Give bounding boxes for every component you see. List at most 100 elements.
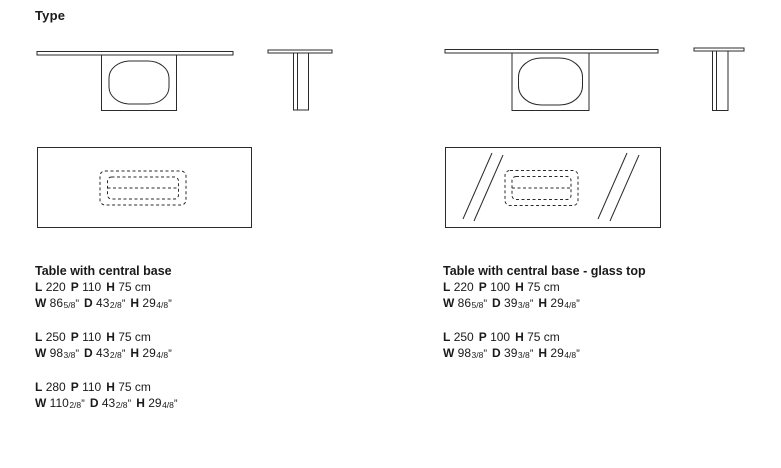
imperial-line: W 983/8”D 393/8”H 294/8” [443, 345, 773, 363]
spec-heading: Table with central base [35, 264, 172, 278]
dimension-pair: H 75 cm [515, 330, 560, 344]
dim-value: 983/8” [457, 346, 488, 360]
spec-column-glass-top: Table with central base - glass top L 22… [443, 263, 773, 379]
glass-table-top-front [445, 50, 658, 54]
glass-base-footprint-outer-dashed [505, 171, 578, 206]
table-side-view [268, 50, 332, 110]
dim-label: H [130, 296, 140, 310]
dim-label: P [70, 280, 79, 294]
inch-mark: ” [75, 348, 80, 360]
dim-label: W [443, 296, 455, 310]
dim-value: 220 [45, 280, 66, 294]
inch-mark: ” [75, 298, 80, 310]
fraction: 2/8 [109, 300, 122, 310]
dim-value: 110 [82, 280, 102, 294]
dim-value: 250 [45, 330, 66, 344]
dim-label: D [84, 346, 93, 360]
dimension-pair: P 100 [479, 330, 510, 344]
dimension-pair: P 110 [71, 280, 102, 294]
dimension-pair: H 294/8” [538, 296, 579, 310]
fraction: 4/8 [564, 300, 577, 310]
dim-value: 75 cm [118, 280, 151, 294]
dim-label: D [492, 346, 501, 360]
dimension-pair: W 983/8” [443, 346, 487, 360]
imperial-line: W 1102/8”D 432/8”H 294/8” [35, 395, 365, 413]
fraction: 4/8 [564, 350, 577, 360]
dim-value: 294/8” [148, 396, 178, 410]
dim-value: 280 [45, 380, 66, 394]
dim-value: 75 cm [118, 330, 151, 344]
dim-label: D [84, 296, 93, 310]
dimension-pair: D 432/8” [84, 296, 125, 310]
fraction: 3/8 [517, 300, 530, 310]
glass-table-top-view [446, 148, 661, 228]
dim-value: 294/8” [142, 296, 172, 310]
dim-label: L [35, 330, 43, 344]
table-top-front [37, 52, 233, 56]
dim-label: L [443, 330, 451, 344]
table-front-view [37, 52, 233, 111]
page-title: Type [35, 8, 66, 23]
dimension-pair: D 393/8” [492, 296, 533, 310]
dim-value: 1102/8” [49, 396, 85, 410]
inch-mark: ” [576, 298, 580, 310]
dimension-pair: L 220 [443, 280, 474, 294]
glass-hatch-mark [598, 153, 627, 219]
dim-value: 983/8” [49, 346, 80, 360]
glass-table-pedestal-side [713, 51, 729, 111]
dim-label: W [35, 346, 47, 360]
dim-label: W [35, 396, 47, 410]
dimension-pair: W 983/8” [35, 346, 79, 360]
dim-label: W [443, 346, 455, 360]
fraction: 3/8 [517, 350, 530, 360]
dim-label: H [130, 346, 140, 360]
fraction: 5/8 [63, 300, 76, 310]
dim-value: 75 cm [527, 280, 560, 294]
inch-mark: ” [173, 398, 178, 410]
dimension-pair: W 1102/8” [35, 396, 85, 410]
glass-hatch-mark [463, 153, 492, 219]
dim-value: 393/8” [504, 296, 534, 310]
dimension-pair: H 75 cm [515, 280, 560, 294]
dim-value: 75 cm [118, 380, 151, 394]
dimension-pair: H 75 cm [106, 380, 151, 394]
dim-value: 294/8” [550, 346, 580, 360]
base-footprint-outer-dashed [100, 171, 186, 205]
fraction: 2/8 [109, 350, 122, 360]
dim-label: H [515, 330, 524, 344]
glass-table-base-front [512, 53, 589, 111]
dim-value: 432/8” [96, 296, 126, 310]
inch-mark: ” [121, 298, 126, 310]
fraction: 5/8 [471, 300, 484, 310]
dim-label: W [35, 296, 47, 310]
dim-label: L [35, 280, 43, 294]
dim-value: 865/8” [49, 296, 80, 310]
fraction: 3/8 [471, 350, 484, 360]
dim-label: H [106, 330, 115, 344]
dim-value: 250 [453, 330, 474, 344]
inch-mark: ” [483, 298, 488, 310]
dimension-pair: W 865/8” [35, 296, 79, 310]
table-top-plan [38, 148, 252, 228]
dimension-pair: D 432/8” [90, 396, 131, 410]
table-pedestal-side [294, 53, 309, 110]
glass-table-side-view [694, 48, 744, 111]
dimension-pair: P 110 [71, 380, 102, 394]
metric-line: L 250 P 100 H 75 cm [443, 329, 773, 345]
dim-value: 220 [453, 280, 474, 294]
dim-label: D [89, 396, 99, 410]
dim-value: 865/8” [457, 296, 488, 310]
inch-mark: ” [168, 298, 172, 310]
table-top-view [38, 148, 252, 228]
imperial-line: W 865/8” D 393/8” H 294/8” [443, 295, 773, 313]
imperial-line: W 983/8”D 432/8”H 294/8” [35, 345, 365, 363]
dimension-pair: D 432/8” [84, 346, 125, 360]
glass-table-base-oval-detail [519, 58, 583, 105]
dimension-pair: W 865/8” [443, 296, 487, 310]
